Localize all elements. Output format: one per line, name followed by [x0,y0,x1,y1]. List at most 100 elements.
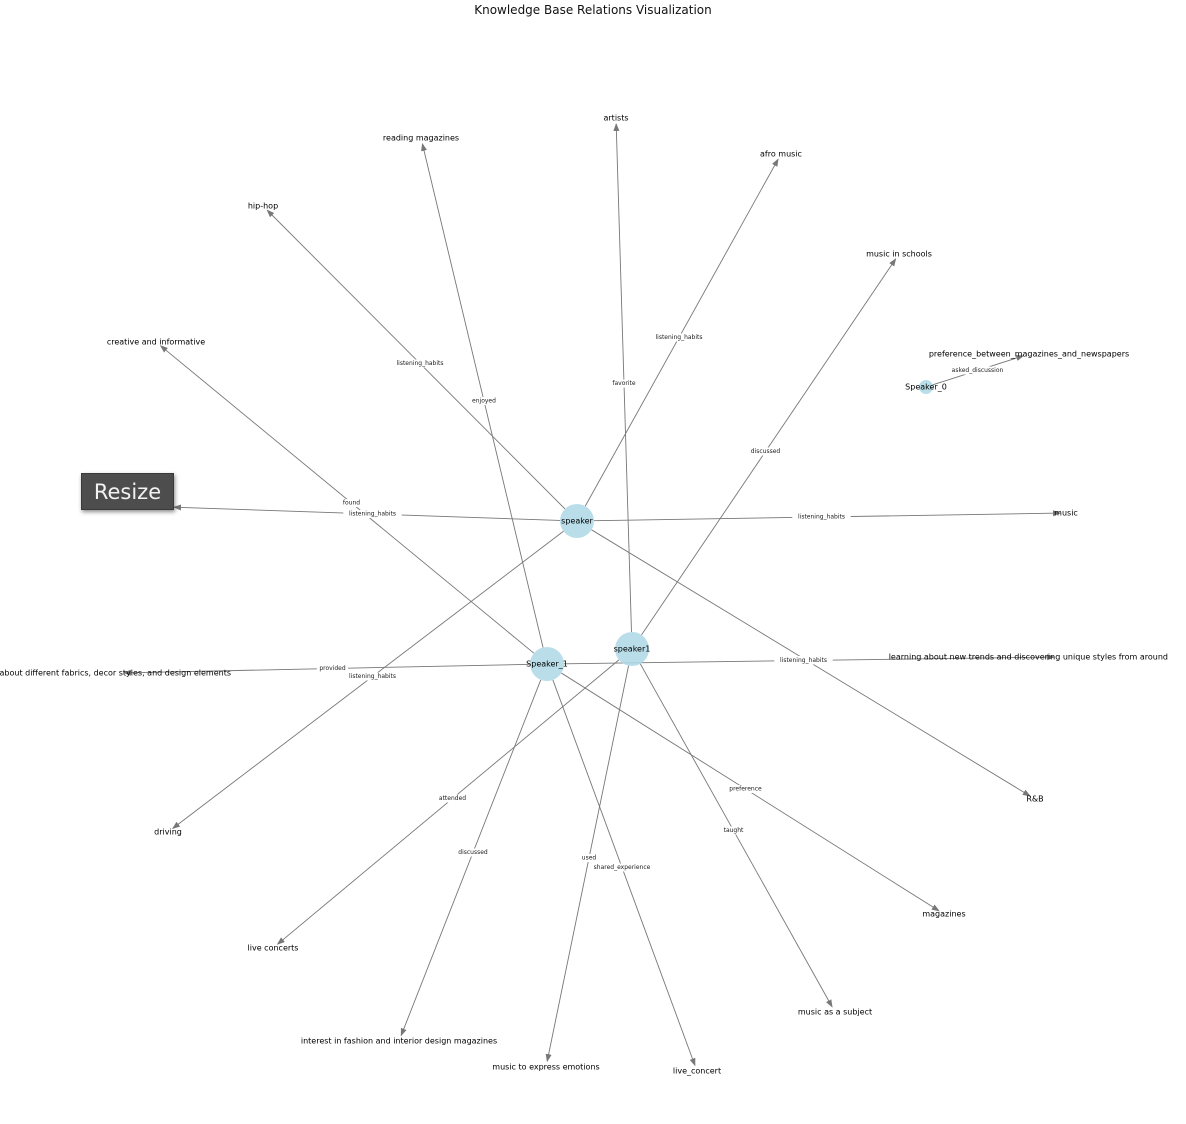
edge-label: asked_discussion [952,367,1004,374]
edge-label-background [726,785,765,793]
edge-label-group: favorite [608,379,640,388]
edge-label-background [608,379,640,388]
resize-button[interactable]: Resize [81,473,174,510]
edge-label: listening_habits [655,334,702,341]
edge-label-background [470,397,498,405]
node-circle [919,380,933,394]
node-afro-music: afro music [760,150,802,159]
edge-label-background [343,510,402,518]
edge-label-background [748,447,783,456]
node-label: knowledge about different fabrics, decor… [0,669,231,678]
edge-label-background [649,333,709,342]
node-label: magazines [922,910,965,919]
edge-label: listening_habits [349,511,396,518]
edge-label-group: taught [721,826,746,835]
node-speaker-0: Speaker_0 [905,380,947,394]
node-label: reading magazines [383,134,459,143]
edge-speaker1-music-in-schools [641,258,897,636]
edge-label-group: listening_habits [390,359,450,368]
edge-label-background [948,366,1007,375]
node-circle [615,632,649,666]
edge-label: provided [319,665,346,672]
node-label: music as a subject [798,1008,872,1017]
node-label: afro music [760,150,802,159]
edge-label-group: found [341,499,362,507]
node-live-concert: live_concert [673,1067,721,1076]
node-preference-between-magazines-and-newspapers: preference_between_magazines_and_newspap… [929,350,1129,359]
edge-label: listening_habits [396,360,443,367]
edge-label: enjoyed [472,398,496,405]
edge-label-background [341,499,362,507]
node-creative-and-informative: creative and informative [107,338,205,347]
edge-label: taught [724,827,744,834]
node-learning-trends: learning about new trends and discoverin… [889,653,1168,662]
node-live-concerts: live concerts [248,944,299,953]
edge-speaker-1-interest-fashion [400,679,542,1037]
node-label: artists [603,114,628,123]
edge-label: used [582,855,597,862]
edge-label-background [721,826,746,835]
edge-label-group: discussed [455,848,491,857]
node-speaker1: speaker1 [614,632,651,666]
edge-label: listening_habits [349,673,396,680]
node-music-as-a-subject: music as a subject [798,1008,872,1017]
edge-label-group: enjoyed [470,397,498,405]
edge-label-group: shared_experience [591,863,653,872]
node-r-b: R&B [1026,795,1043,804]
edge-speaker1-artists [613,122,632,633]
node-interest-fashion: interest in fashion and interior design … [301,1037,497,1046]
node-label: learning about new trends and discoverin… [889,653,1168,662]
edge-label-group: discussed [748,447,783,456]
edge-label-group: used [580,854,598,862]
edge-label: listening_habits [780,657,827,664]
edge-label-group: listening_habits [649,333,709,342]
edge-label-group: preference [726,785,765,793]
edge-speaker-1-live-concert [552,679,696,1067]
edge-label: shared_experience [594,864,651,871]
node-music-to-express-emotions: music to express emotions [492,1063,599,1072]
node-music: music [1054,509,1078,518]
node-driving: driving [154,828,182,837]
node-label: live_concert [673,1067,721,1076]
chart-title: Knowledge Base Relations Visualization [474,3,712,17]
edge-speaker-afro-music [584,158,779,507]
node-speaker-1: Speaker_1 [526,647,568,681]
edge-label: favorite [612,380,635,387]
edge-label-background [390,359,450,368]
edge-label-group: listening_habits [774,656,833,665]
node-music-in-schools: music in schools [866,250,932,259]
edge-label-group: listening_habits [343,510,402,518]
edge-label-background [455,848,491,857]
node-artists: artists [603,114,628,123]
node-label: Speaker_1 [526,660,568,669]
edge-label: discussed [751,448,781,455]
edge-label-group: asked_discussion [948,366,1007,375]
edge-label-background [774,656,833,665]
node-label: Speaker_0 [905,383,947,392]
node-hip-hop: hip-hop [248,202,278,211]
node-label: speaker [561,517,593,526]
edge-label-group: listening_habits [792,513,851,521]
edge-label-background [343,672,402,681]
node-label: driving [154,828,182,837]
edge-label: found [343,500,360,507]
edge-label-group: attended [436,794,469,803]
node-label: live concerts [248,944,299,953]
node-label: creative and informative [107,338,205,347]
edge-label: listening_habits [798,514,845,521]
node-label: speaker1 [614,645,651,654]
edges-layer [122,122,1062,1067]
node-label: R&B [1026,795,1043,804]
node-label: preference_between_magazines_and_newspap… [929,350,1129,359]
node-label: interest in fashion and interior design … [301,1037,497,1046]
node-speaker: speaker [560,504,594,538]
edge-label: attended [439,795,466,802]
edge-speaker1-music-as-a-subject [639,663,833,1008]
node-magazines: magazines [922,910,965,919]
edge-label-group: provided [316,664,349,673]
node-label: music [1054,509,1078,518]
node-knowledge-fabrics: knowledge about different fabrics, decor… [0,669,231,678]
edge-label: preference [729,786,762,793]
